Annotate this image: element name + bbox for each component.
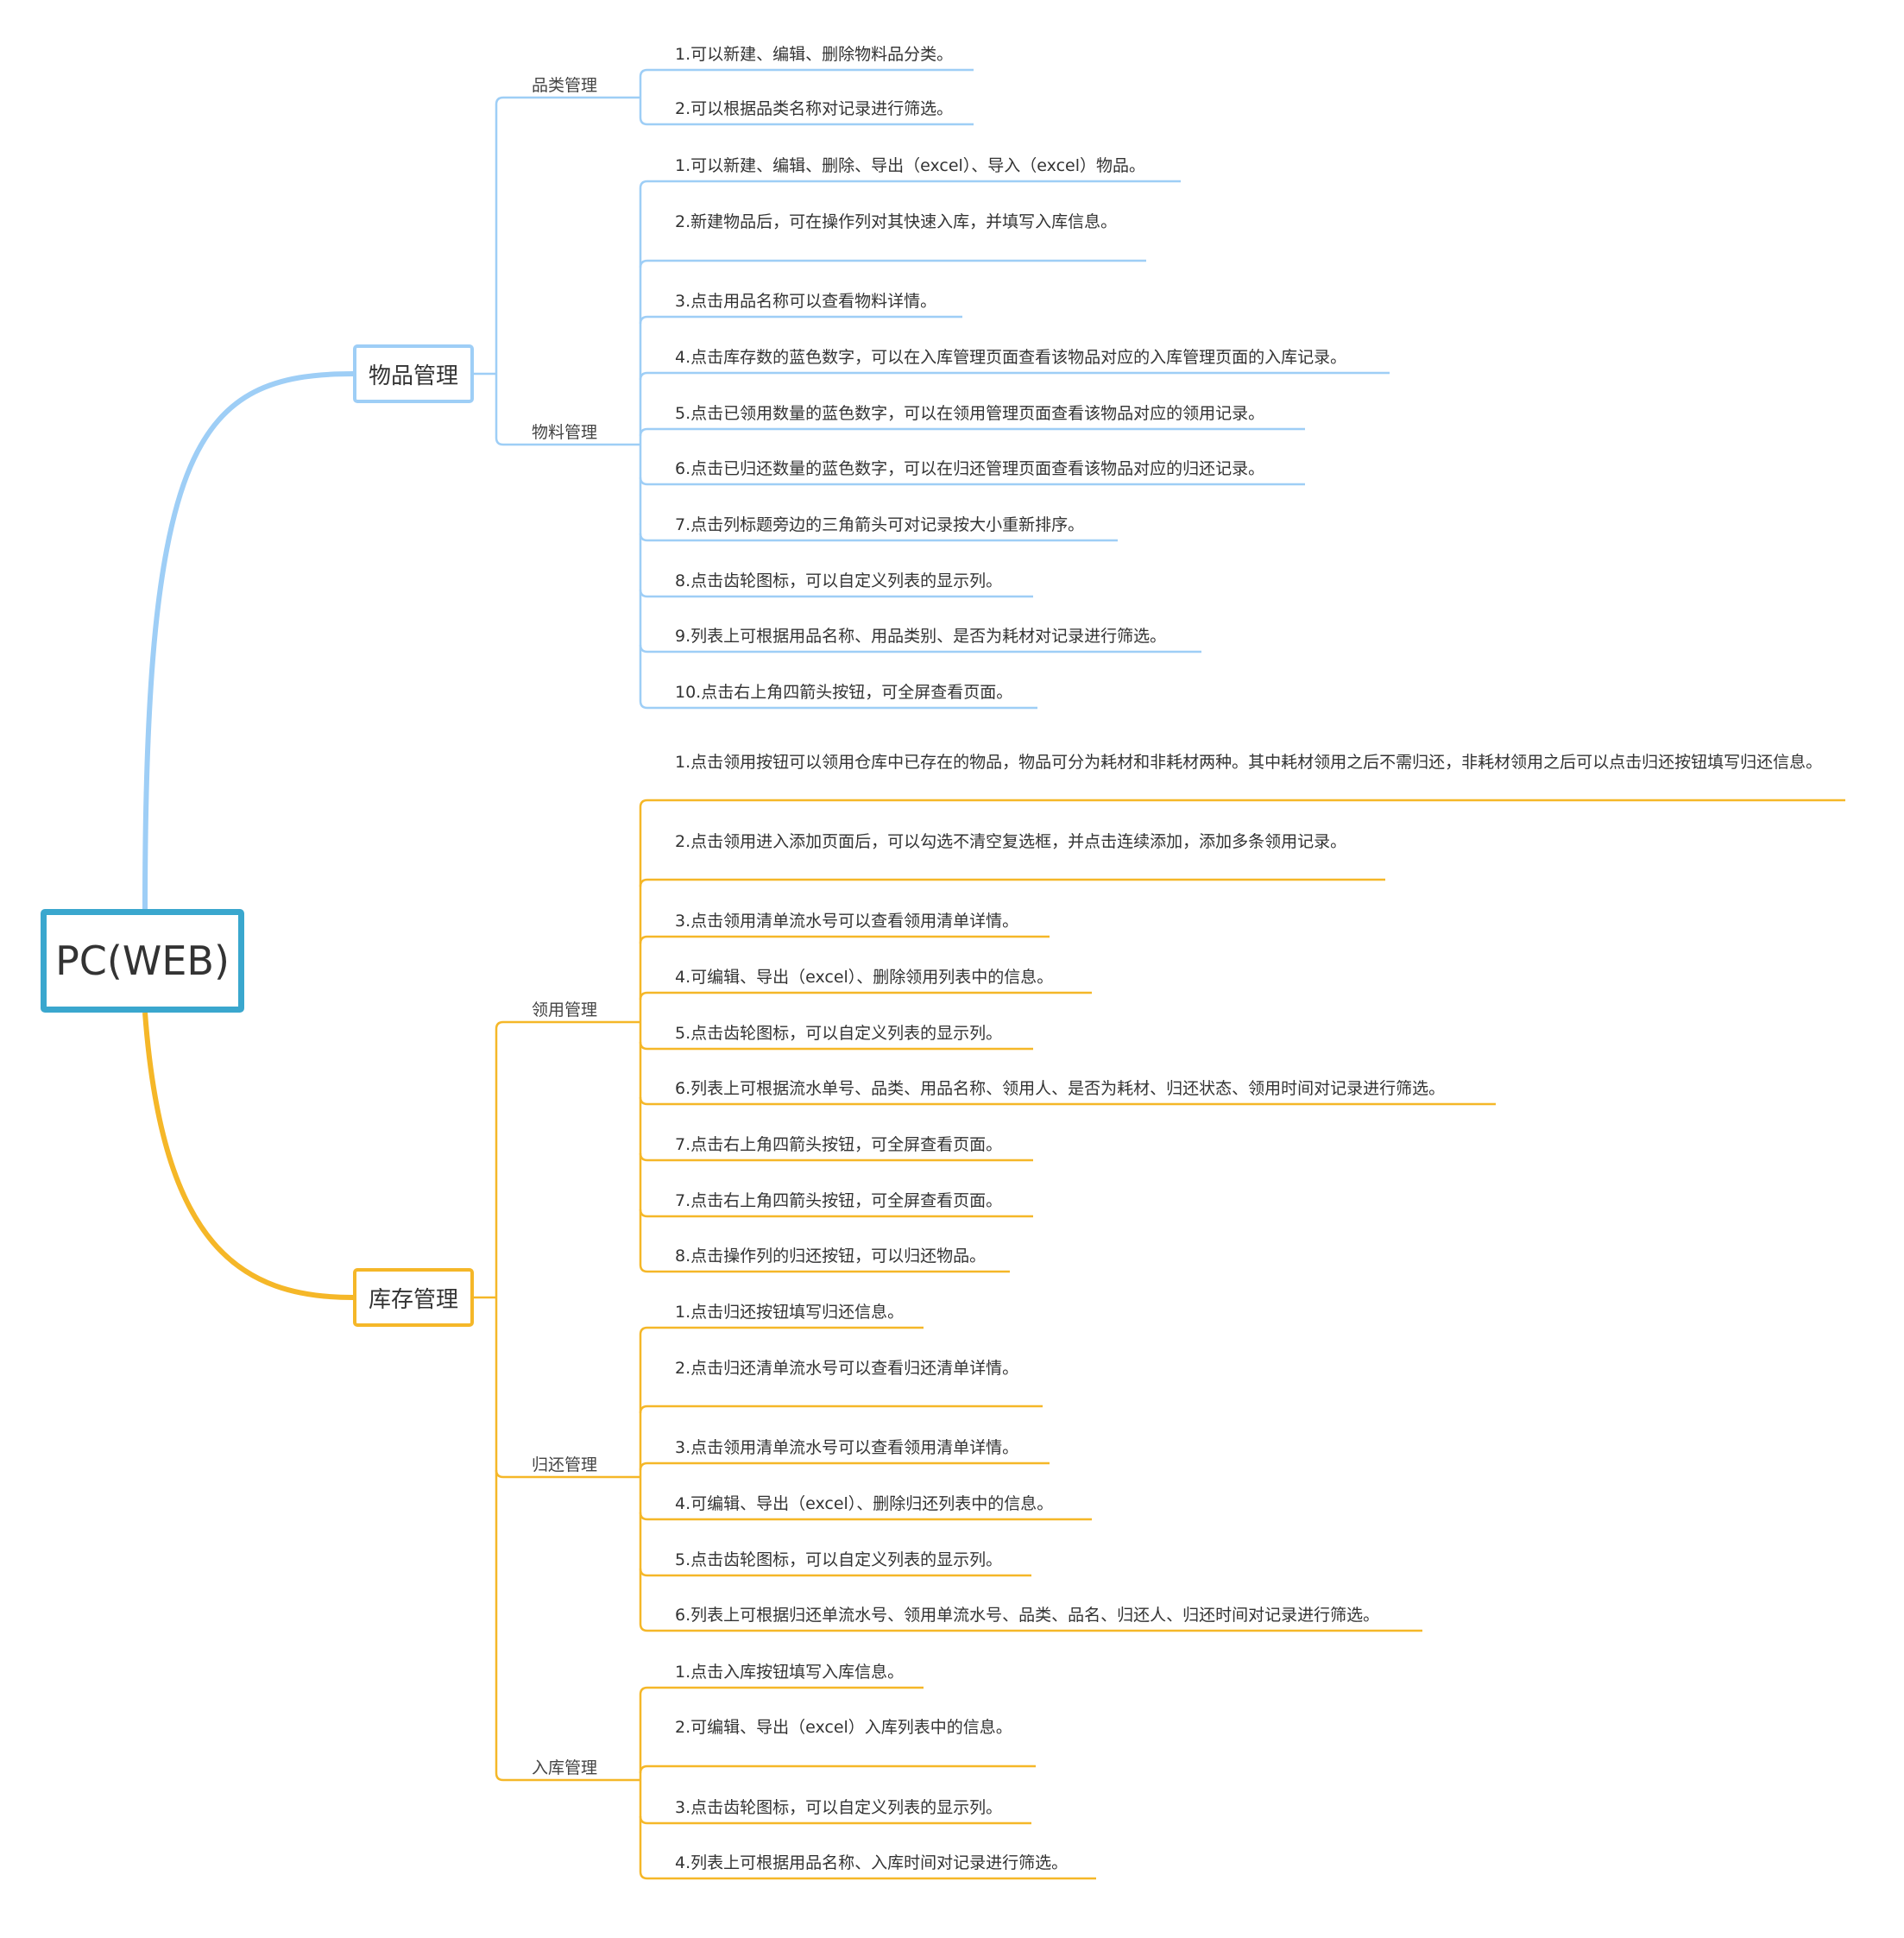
leaf-line-1-1-3	[639, 1512, 1092, 1521]
leaf-1-1-3[interactable]: 4.可编辑、导出（excel）、删除归还列表中的信息。	[675, 1494, 1054, 1513]
leaf-line-1-0-0	[639, 799, 1845, 808]
sub-underline-0-1	[495, 437, 640, 446]
leaf-1-2-0[interactable]: 1.点击入库按钮填写入库信息。	[675, 1663, 905, 1682]
branch-curve-1	[142, 1012, 354, 1300]
leaf-1-2-2[interactable]: 3.点击齿轮图标，可以自定义列表的显示列。	[675, 1798, 1003, 1817]
sub-node-1-2[interactable]: 入库管理	[532, 1758, 598, 1777]
leaf-line-1-2-2	[639, 1815, 1031, 1825]
leaf-0-1-0[interactable]: 1.可以新建、编辑、删除、导出（excel）、导入（excel）物品。	[675, 156, 1145, 175]
leaf-line-0-1-5	[639, 477, 1305, 486]
leaf-0-1-1[interactable]: 2.新建物品后，可在操作列对其快速入库，并填写入库信息。	[675, 212, 1118, 231]
leaf-0-0-0[interactable]: 1.可以新建、编辑、删除物料品分类。	[675, 45, 954, 64]
leaf-line-0-0-1	[639, 117, 974, 126]
root-label: PC(WEB)	[55, 937, 230, 984]
leaf-1-0-7[interactable]: 7.点击右上角四箭头按钮，可全屏查看页面。	[675, 1191, 1003, 1210]
leaf-line-1-0-1	[639, 878, 1385, 887]
leaf-0-1-7[interactable]: 8.点击齿轮图标，可以自定义列表的显示列。	[675, 571, 1003, 590]
leaf-1-0-1[interactable]: 2.点击领用进入添加页面后，可以勾选不清空复选框，并点击连续添加，添加多条领用记…	[675, 832, 1347, 851]
branch-label-0: 物品管理	[368, 363, 458, 389]
leaf-1-1-5[interactable]: 6.列表上可根据归还单流水号、领用单流水号、品类、品名、归还人、归还时间对记录进…	[675, 1606, 1380, 1625]
leaf-1-0-5[interactable]: 6.列表上可根据流水单号、品类、用品名称、领用人、是否为耗材、归还状态、领用时间…	[675, 1079, 1446, 1098]
leaf-line-1-0-5	[639, 1096, 1496, 1106]
sub-node-0-0[interactable]: 品类管理	[532, 76, 598, 95]
leaf-0-0-1[interactable]: 2.可以根据品类名称对记录进行筛选。	[675, 99, 954, 118]
leaf-0-1-9[interactable]: 10.点击右上角四箭头按钮，可全屏查看页面。	[675, 683, 1013, 702]
leaf-line-0-1-1	[639, 259, 1146, 268]
leaf-1-0-2[interactable]: 3.点击领用清单流水号可以查看领用清单详情。	[675, 912, 1019, 931]
leaf-line-0-1-3	[639, 371, 1390, 381]
leaf-1-0-3[interactable]: 4.可编辑、导出（excel）、删除领用列表中的信息。	[675, 968, 1054, 987]
leaf-1-0-4[interactable]: 5.点击齿轮图标，可以自定义列表的显示列。	[675, 1024, 1003, 1043]
sub-underline-0-0	[495, 96, 640, 105]
leaf-line-1-2-0	[639, 1686, 924, 1695]
leaf-0-1-5[interactable]: 6.点击已归还数量的蓝色数字，可以在归还管理页面查看该物品对应的归还记录。	[675, 459, 1265, 478]
leaf-line-1-1-5	[639, 1623, 1422, 1632]
leaf-line-0-1-6	[639, 533, 1118, 542]
leaf-line-1-1-0	[639, 1326, 924, 1335]
leaf-1-2-3[interactable]: 4.列表上可根据用品名称、入库时间对记录进行筛选。	[675, 1853, 1069, 1872]
leaf-line-1-0-6	[639, 1152, 1033, 1162]
branch-curve-0	[142, 371, 354, 910]
leaf-1-0-0[interactable]: 1.点击领用按钮可以领用仓库中已存在的物品，物品可分为耗材和非耗材两种。其中耗材…	[675, 753, 1823, 772]
leaf-1-1-0[interactable]: 1.点击归还按钮填写归还信息。	[675, 1303, 905, 1322]
sub-underline-1-1	[495, 1469, 640, 1479]
branch-node-1[interactable]: 库存管理	[353, 1268, 474, 1327]
leaf-line-0-1-0	[639, 180, 1181, 189]
leaf-line-1-2-3	[639, 1871, 1096, 1880]
leaf-line-0-1-7	[639, 589, 1033, 598]
leaf-0-1-2[interactable]: 3.点击用品名称可以查看物料详情。	[675, 292, 937, 311]
leaf-line-1-1-1	[639, 1405, 1043, 1414]
branch-node-0[interactable]: 物品管理	[353, 344, 474, 403]
sub-node-1-1[interactable]: 归还管理	[532, 1455, 598, 1474]
leaf-1-1-2[interactable]: 3.点击领用清单流水号可以查看领用清单详情。	[675, 1438, 1019, 1457]
leaf-line-0-0-0	[639, 68, 974, 78]
leaf-line-1-0-7	[639, 1209, 1033, 1218]
leaf-1-1-1[interactable]: 2.点击归还清单流水号可以查看归还清单详情。	[675, 1359, 1019, 1378]
leaf-1-0-6[interactable]: 7.点击右上角四箭头按钮，可全屏查看页面。	[675, 1135, 1003, 1154]
leaf-line-0-1-2	[639, 315, 962, 325]
leaf-1-0-8[interactable]: 8.点击操作列的归还按钮，可以归还物品。	[675, 1247, 987, 1266]
leaf-0-1-6[interactable]: 7.点击列标题旁边的三角箭头可对记录按大小重新排序。	[675, 515, 1085, 534]
leaf-0-1-3[interactable]: 4.点击库存数的蓝色数字，可以在入库管理页面查看该物品对应的入库管理页面的入库记…	[675, 348, 1347, 367]
root-node[interactable]: PC(WEB)	[41, 909, 244, 1013]
sub-node-1-0[interactable]: 领用管理	[532, 1001, 598, 1020]
leaf-line-0-1-8	[639, 644, 1201, 653]
leaf-line-1-0-2	[639, 935, 1050, 944]
branch-label-1: 库存管理	[368, 1286, 458, 1313]
leaf-line-0-1-9	[639, 700, 1037, 710]
leaf-line-1-2-1	[639, 1764, 1036, 1774]
leaf-line-1-1-4	[639, 1568, 1031, 1577]
leaf-line-1-0-4	[639, 1041, 1033, 1051]
leaf-line-1-0-3	[639, 991, 1092, 1001]
leaf-line-1-1-2	[639, 1461, 1050, 1471]
sub-node-0-1[interactable]: 物料管理	[532, 423, 598, 442]
leaf-0-1-8[interactable]: 9.列表上可根据用品名称、用品类别、是否为耗材对记录进行筛选。	[675, 627, 1167, 646]
leaf-line-1-0-8	[639, 1264, 1010, 1273]
leaf-1-1-4[interactable]: 5.点击齿轮图标，可以自定义列表的显示列。	[675, 1550, 1003, 1569]
leaf-1-2-1[interactable]: 2.可编辑、导出（excel）入库列表中的信息。	[675, 1718, 1012, 1737]
leaf-0-1-4[interactable]: 5.点击已领用数量的蓝色数字，可以在领用管理页面查看该物品对应的领用记录。	[675, 404, 1265, 423]
leaf-line-0-1-4	[639, 427, 1305, 437]
sub-underline-1-2	[495, 1772, 640, 1782]
sub-underline-1-0	[495, 1020, 640, 1030]
